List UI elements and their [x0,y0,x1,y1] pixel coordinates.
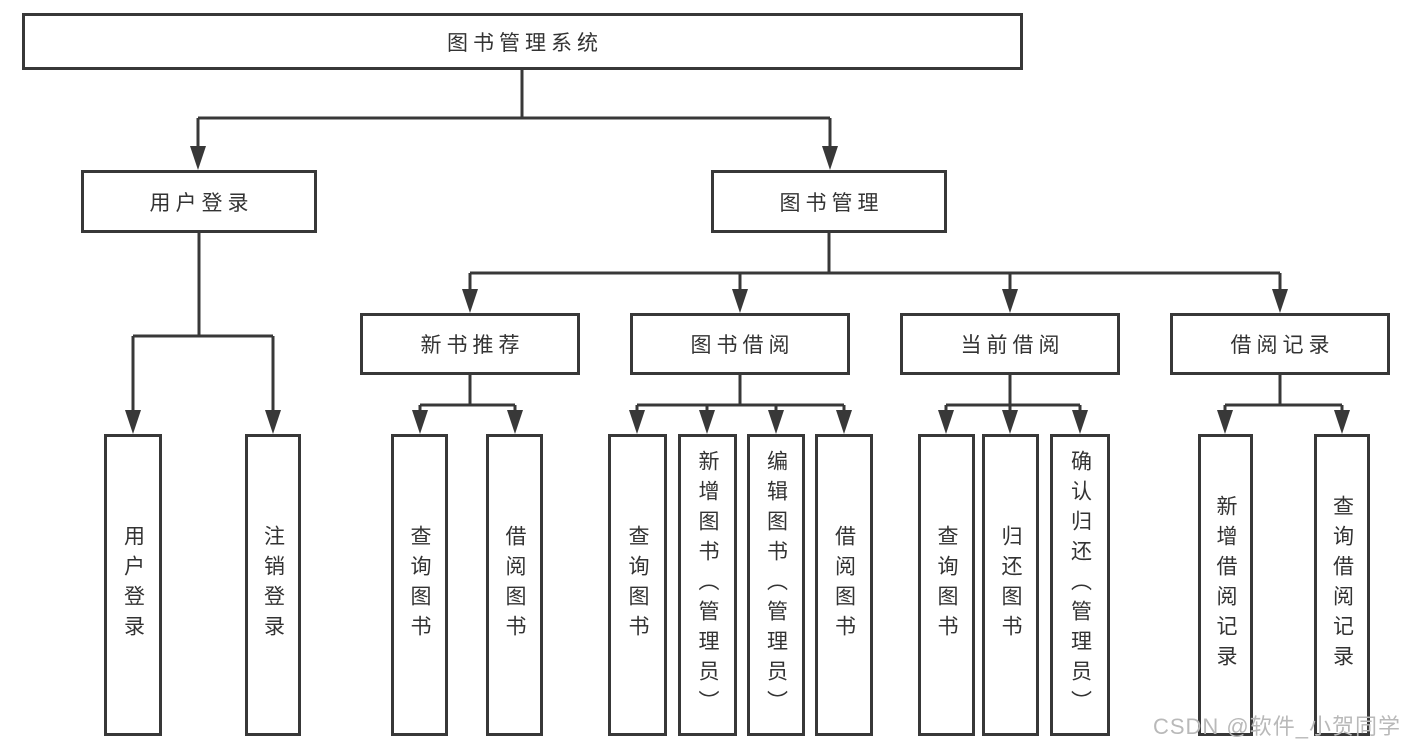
node-label: 借阅图书 [503,525,526,645]
node-label: 借阅记录 [1230,334,1335,357]
node-label: 查询图书 [935,525,958,645]
edge-borrowing-to-leaves [635,375,846,411]
arrowhead-down [507,410,523,434]
arrowhead-down [1272,289,1288,313]
leaf-add-books-admin: 新增图书（管理员） [678,434,737,736]
watermark-text: CSDN @软件_小贺同学 [1152,714,1401,739]
node-label: 用户登录 [149,191,254,215]
leaf-user-login: 用户登录 [104,434,162,736]
arrowhead-down [1072,410,1088,434]
leaf-query-books-recommend: 查询图书 [391,434,448,736]
node-label: 查询图书 [408,525,431,645]
arrowhead-down [412,410,428,434]
leaf-edit-books-admin: 编辑图书（管理员） [747,434,805,736]
leaf-query-books-borrowing: 查询图书 [608,434,667,736]
node-label: 借阅图书 [832,525,856,645]
node-label: 确认归还（管理员） [1068,450,1092,720]
arrowhead-down [938,410,954,434]
edge-records-to-leaves [1223,375,1344,411]
leaf-query-books-current: 查询图书 [918,434,975,736]
edge-root-to-level1 [196,70,832,147]
arrowhead-down [768,410,784,434]
arrowhead-down [190,146,206,170]
node-label: 当前借阅 [960,334,1065,357]
arrowhead-down [125,410,141,434]
edge-mgmt-to-level2 [468,233,1282,290]
leaf-logout: 注销登录 [245,434,301,736]
node-label: 查询图书 [626,525,649,645]
node-label: 图书管理系统 [447,31,603,55]
node-label: 图书借阅 [690,334,795,357]
arrowhead-down [1217,410,1233,434]
arrowhead-down [462,289,478,313]
node-book-borrowing: 图书借阅 [630,313,850,375]
edge-login-to-leaves [131,233,275,411]
arrowhead-down [629,410,645,434]
arrowheads [125,146,1350,434]
node-label: 注销登录 [261,525,285,645]
node-label: 编辑图书（管理员） [764,450,788,720]
arrowhead-down [836,410,852,434]
leaf-add-borrow-record: 新增借阅记录 [1198,434,1253,736]
arrowhead-down [732,289,748,313]
arrowhead-down [822,146,838,170]
tree-edges [131,70,1344,411]
arrowhead-down [699,410,715,434]
leaf-borrow-books-recommend: 借阅图书 [486,434,543,736]
node-label: 新增图书（管理员） [696,450,719,720]
node-current-borrowing: 当前借阅 [900,313,1120,375]
arrowhead-down [1002,289,1018,313]
node-label: 用户登录 [121,525,145,645]
node-label: 查询借阅记录 [1330,495,1354,675]
node-library-management-system: 图书管理系统 [22,13,1023,70]
node-book-management: 图书管理 [711,170,947,233]
node-label: 新书推荐 [420,334,525,357]
edge-current-to-leaves [944,375,1082,411]
arrowhead-down [265,410,281,434]
node-user-login: 用户登录 [81,170,317,233]
leaf-return-books: 归还图书 [982,434,1039,736]
node-borrowing-records: 借阅记录 [1170,313,1390,375]
edge-recommend-to-leaves [418,375,517,411]
arrowhead-down [1002,410,1018,434]
node-label: 图书管理 [779,191,884,215]
leaf-borrow-books: 借阅图书 [815,434,873,736]
arrowhead-down [1334,410,1350,434]
node-label: 新增借阅记录 [1214,495,1237,675]
leaf-confirm-return-admin: 确认归还（管理员） [1050,434,1110,736]
node-label: 归还图书 [999,525,1022,645]
leaf-query-borrow-record: 查询借阅记录 [1314,434,1370,736]
node-new-book-recommendation: 新书推荐 [360,313,580,375]
